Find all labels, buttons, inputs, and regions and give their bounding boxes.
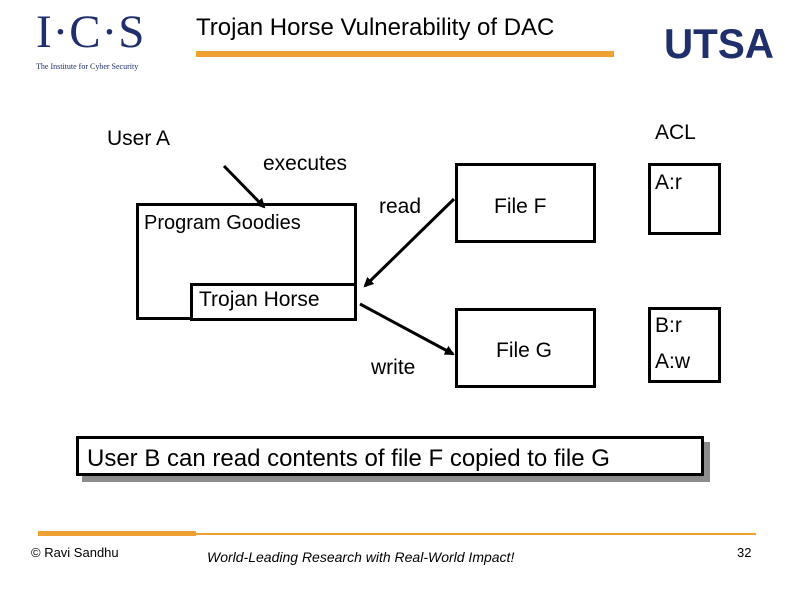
ics-logo: I·C·S The Institute for Cyber Security [36, 6, 154, 71]
utsa-logo-text: UTSA [664, 20, 774, 64]
acl-f-box [648, 163, 721, 235]
acl-header-label: ACL [655, 121, 696, 144]
executes-label: executes [263, 152, 348, 175]
title-underline [196, 51, 614, 57]
program-goodies-label: Program Goodies [144, 212, 301, 234]
ics-logo-subtitle: The Institute for Cyber Security [36, 62, 139, 71]
acl-g-box [648, 307, 721, 383]
ics-logo-letters: I·C·S [36, 6, 146, 58]
page-number: 32 [737, 545, 752, 560]
utsa-logo: UTSA [664, 20, 782, 67]
slide-title: Trojan Horse Vulnerability of DAC [196, 14, 555, 41]
file-f-label: File F [494, 195, 547, 218]
footer-rule-accent [38, 531, 196, 536]
utsa-logo-graphic: UTSA [664, 20, 774, 67]
footer-rule [38, 533, 756, 535]
acl-f-entry: A:r [655, 171, 682, 194]
file-f-box [455, 163, 596, 243]
executes-arrow [222, 164, 266, 209]
write-arrow [359, 302, 455, 356]
user-a-label: User A [107, 127, 171, 150]
footer-tagline: World-Leading Research with Real-World I… [207, 549, 515, 565]
file-g-label: File G [496, 339, 553, 362]
read-arrow [363, 197, 456, 288]
caption-box: User B can read contents of file F copie… [76, 436, 704, 476]
acl-g-entry-a: A:w [655, 350, 691, 373]
read-label: read [379, 195, 422, 218]
file-g-box [455, 308, 596, 388]
write-label: write [371, 356, 416, 379]
trojan-horse-box [190, 283, 357, 321]
trojan-horse-label: Trojan Horse [199, 288, 320, 311]
acl-g-entry-b: B:r [655, 314, 682, 337]
footer-author: © Ravi Sandhu [31, 545, 119, 560]
